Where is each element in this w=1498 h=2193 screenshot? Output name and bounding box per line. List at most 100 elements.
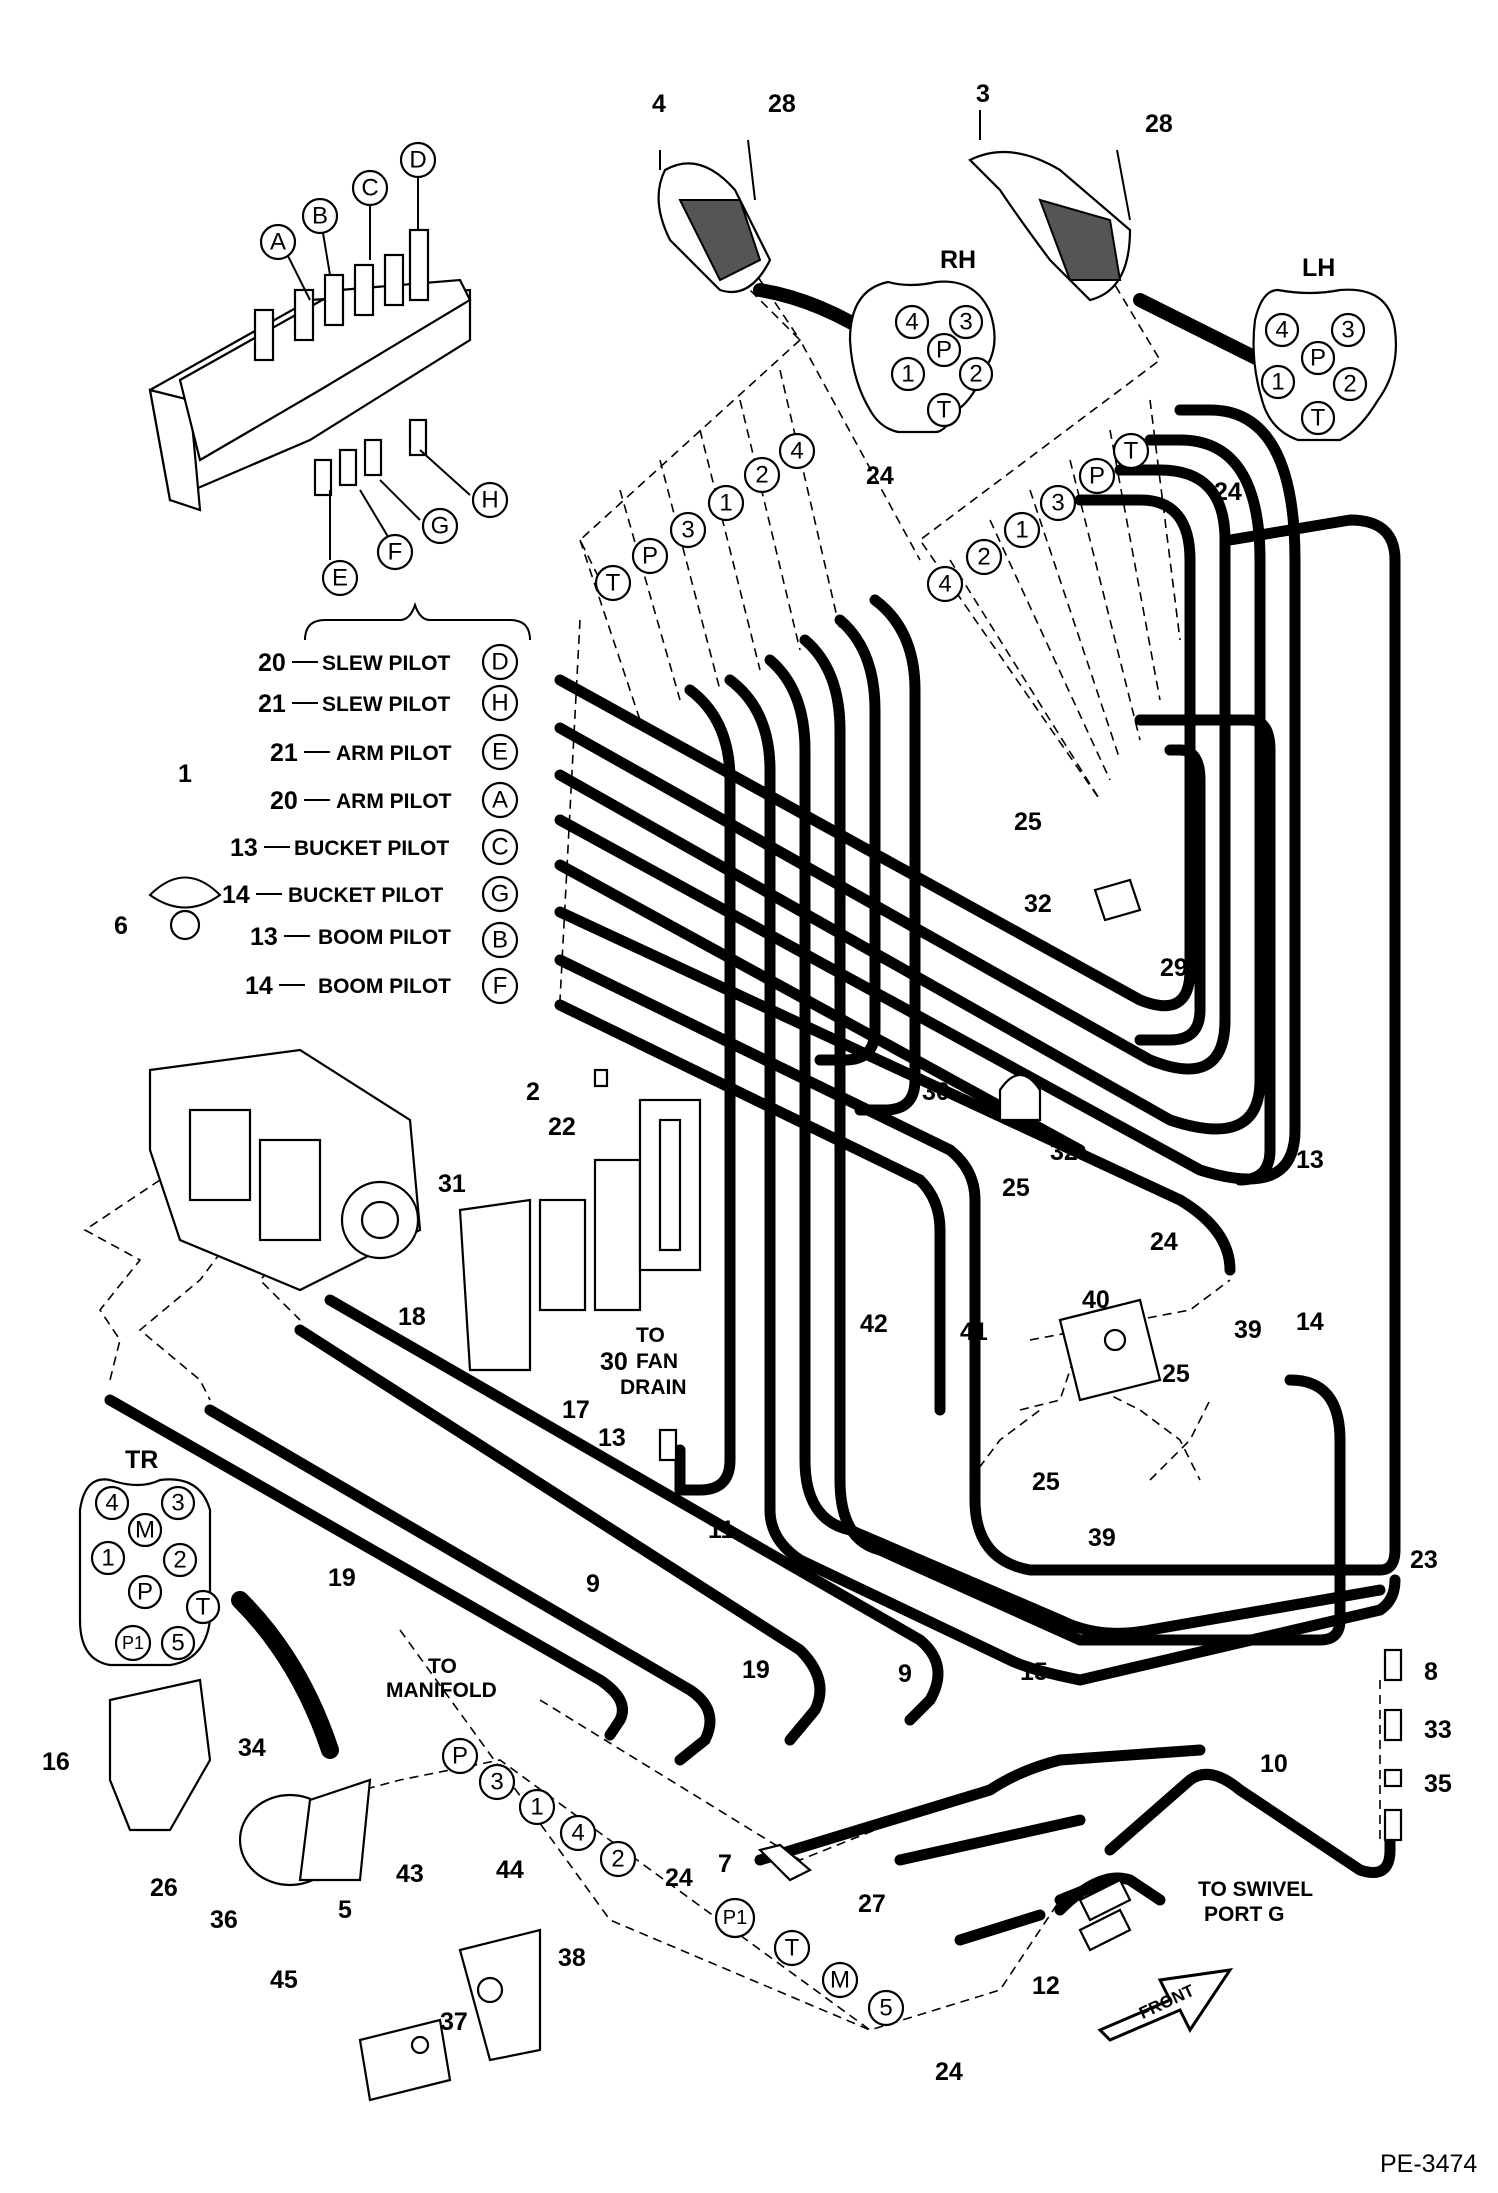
tr-hose-tags: P 3 1 4 2 P1 T M 5 bbox=[441, 1737, 905, 2027]
lh-port: 2 bbox=[1343, 371, 1356, 398]
valve-port-letters: A B C D E F G H bbox=[259, 141, 509, 597]
tr-port: P bbox=[137, 1579, 153, 1606]
hose-tag: T bbox=[1124, 438, 1139, 465]
tr-port: 1 bbox=[101, 1545, 114, 1572]
hose-tag: 1 bbox=[719, 490, 732, 517]
rh-label: RH bbox=[940, 246, 976, 274]
hose-tag: 4 bbox=[790, 438, 803, 465]
rh-port: P bbox=[936, 337, 952, 364]
pilot-name: SLEW PILOT bbox=[322, 693, 451, 716]
to-fan-drain-line: FAN bbox=[636, 1350, 678, 1373]
pilot-port: C bbox=[491, 834, 508, 861]
callout: 16 bbox=[42, 1748, 70, 1776]
callout: 9 bbox=[898, 1660, 912, 1688]
tr-port: 2 bbox=[173, 1547, 186, 1574]
lh-label: LH bbox=[1302, 254, 1335, 282]
notes: TO FAN DRAIN TO MANIFOLD TO SWIVEL PORT … bbox=[386, 1324, 1313, 2023]
rh-port: T bbox=[937, 397, 952, 424]
callout: 24 bbox=[665, 1864, 693, 1892]
rh-port-map bbox=[848, 280, 996, 434]
hose-tag: 4 bbox=[571, 1820, 584, 1847]
callout: 33 bbox=[1424, 1716, 1452, 1744]
callout: 13 bbox=[1296, 1146, 1324, 1174]
pilot-num: 14 bbox=[222, 881, 250, 909]
to-fan-drain-line: DRAIN bbox=[620, 1376, 687, 1399]
callout: 29 bbox=[1160, 954, 1188, 982]
hose-tag: 3 bbox=[1051, 490, 1064, 517]
callout: 9 bbox=[586, 1570, 600, 1598]
pilot-num: 21 bbox=[258, 690, 286, 718]
callout: 32 bbox=[1024, 890, 1052, 918]
callout: 12 bbox=[1032, 1972, 1060, 2000]
rh-hose-tags: T P 3 1 2 4 bbox=[594, 432, 816, 602]
valve-port: A bbox=[270, 229, 286, 256]
pilot-name: BOOM PILOT bbox=[318, 975, 451, 998]
callout: 13 bbox=[598, 1424, 626, 1452]
hose-tag: 2 bbox=[611, 1846, 624, 1873]
callout: 39 bbox=[1088, 1524, 1116, 1552]
pilot-num: 13 bbox=[230, 834, 258, 862]
lh-port: P bbox=[1310, 345, 1326, 372]
callout: 7 bbox=[718, 1850, 732, 1878]
valve-spools bbox=[253, 228, 430, 497]
rh-joystick bbox=[657, 139, 887, 347]
hose-tag: 4 bbox=[938, 571, 951, 598]
callout: 17 bbox=[562, 1396, 590, 1424]
callout: 30 bbox=[922, 1078, 950, 1106]
lh-port: 3 bbox=[1341, 317, 1354, 344]
lh-port: T bbox=[1311, 405, 1326, 432]
rh-port: 3 bbox=[959, 309, 972, 336]
hose-tag: 5 bbox=[879, 1995, 892, 2022]
tr-port: P1 bbox=[122, 1633, 144, 1653]
callout: 22 bbox=[548, 1113, 576, 1141]
tr-port: M bbox=[135, 1517, 155, 1544]
callout: 34 bbox=[238, 1734, 266, 1762]
callout: 1 bbox=[178, 760, 192, 788]
lh-joystick bbox=[968, 110, 1267, 367]
valve-port: B bbox=[312, 203, 328, 230]
tr-port-map bbox=[78, 1478, 212, 1667]
hose-tag: P bbox=[1089, 463, 1105, 490]
rh-port: 2 bbox=[969, 361, 982, 388]
callout: 5 bbox=[338, 1896, 352, 1924]
valve-port: D bbox=[409, 147, 426, 174]
pilot-port: H bbox=[491, 690, 508, 717]
valve-port: F bbox=[388, 539, 403, 566]
callout: 25 bbox=[1014, 808, 1042, 836]
small-parts bbox=[148, 876, 1403, 2102]
to-swivel-line: TO SWIVEL bbox=[1198, 1878, 1313, 1901]
pilot-num: 14 bbox=[245, 972, 273, 1000]
bracket-18 bbox=[458, 1198, 532, 1372]
callout: 19 bbox=[742, 1656, 770, 1684]
tr-port: 5 bbox=[171, 1630, 184, 1657]
lh-port: 4 bbox=[1275, 317, 1288, 344]
pilot-num: 20 bbox=[270, 787, 298, 815]
hydraulic-pump bbox=[148, 1048, 422, 1292]
valve-port: H bbox=[481, 487, 498, 514]
pilot-port: F bbox=[493, 973, 508, 1000]
rh-port: 4 bbox=[905, 309, 918, 336]
callout: 36 bbox=[210, 1906, 238, 1934]
callout: 24 bbox=[866, 462, 894, 490]
rh-port: 1 bbox=[901, 361, 914, 388]
rh-ports: 4 3 P 1 2 T bbox=[890, 304, 994, 428]
control-valve bbox=[148, 170, 531, 641]
pilot-name: ARM PILOT bbox=[336, 790, 452, 813]
tr-port: 4 bbox=[105, 1490, 118, 1517]
hose-tag: 2 bbox=[755, 462, 768, 489]
callout: 28 bbox=[768, 90, 796, 118]
callout: 44 bbox=[496, 1856, 524, 1884]
callout: 24 bbox=[1214, 478, 1242, 506]
callout: 19 bbox=[328, 1564, 356, 1592]
callout: 32 bbox=[1050, 1138, 1078, 1166]
pilot-name: SLEW PILOT bbox=[322, 652, 451, 675]
pilot-name: BUCKET PILOT bbox=[288, 884, 443, 907]
hose-tag: 3 bbox=[681, 517, 694, 544]
callout: 37 bbox=[440, 2008, 468, 2036]
hose-tag: 3 bbox=[490, 1769, 503, 1796]
callout: 40 bbox=[1082, 1286, 1110, 1314]
pilot-port: D bbox=[491, 649, 508, 676]
callout: 25 bbox=[1002, 1174, 1030, 1202]
callout: 26 bbox=[150, 1874, 178, 1902]
